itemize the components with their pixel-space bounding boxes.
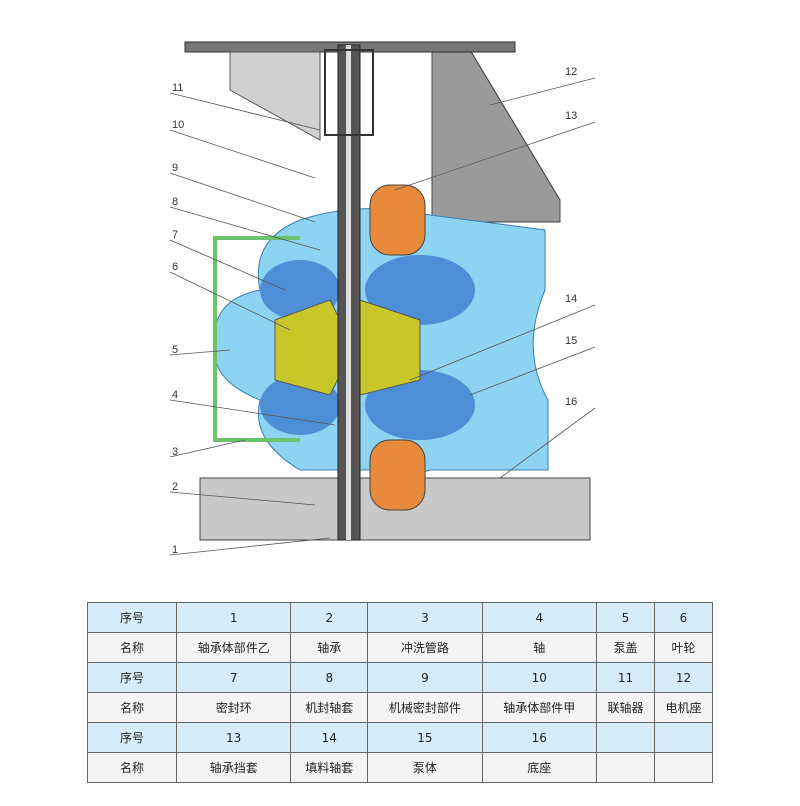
left-callouts: 11 10 9 8 7 6 5 4 3 2 1	[172, 82, 184, 556]
flush-pipe	[213, 236, 300, 442]
leader-lines	[169, 77, 596, 556]
part-name: 底座	[481, 752, 597, 783]
callout-1: 1	[172, 544, 178, 556]
volute-upper	[365, 255, 475, 325]
part-name: 轴承体部件甲	[481, 692, 597, 723]
callout-3: 3	[172, 446, 178, 458]
coupling	[324, 49, 374, 136]
bearing-housing-upper	[369, 184, 426, 256]
part-name: 电机座	[653, 692, 714, 723]
pump-cross-section: 11 10 9 8 7 6 5 4 3 2 1 12 13 14 15 16	[169, 41, 596, 556]
part-no: 2	[290, 602, 369, 633]
part-no: 4	[481, 602, 597, 633]
callout-5: 5	[172, 344, 178, 356]
no-header: 序号	[87, 602, 177, 633]
part-no: 3	[367, 602, 483, 633]
part-no: 8	[290, 662, 369, 693]
part-name: 填料轴套	[290, 752, 369, 783]
motor-stand-left	[229, 51, 321, 141]
no-header: 序号	[87, 722, 177, 753]
callout-16: 16	[565, 396, 577, 408]
callout-7: 7	[172, 229, 178, 241]
callout-9: 9	[172, 162, 178, 174]
part-name: 密封环	[175, 692, 292, 723]
part-no: 7	[175, 662, 292, 693]
part-no: 6	[653, 602, 714, 633]
shaft-highlight	[346, 45, 351, 540]
part-no: 13	[175, 722, 292, 753]
part-name: 联轴器	[595, 692, 655, 723]
table-row: 名称 轴承体部件乙 轴承 冲洗管路 轴 泵盖 叶轮	[87, 632, 714, 663]
callout-15: 15	[565, 335, 577, 347]
table-row: 序号 1 2 3 4 5 6	[87, 602, 714, 633]
callout-2: 2	[172, 481, 178, 493]
part-no: 12	[653, 662, 714, 693]
part-name: 机封轴套	[290, 692, 369, 723]
callout-10: 10	[172, 119, 184, 131]
part-no: 10	[481, 662, 597, 693]
name-header: 名称	[87, 632, 177, 663]
part-name: 轴承体部件乙	[175, 632, 292, 663]
part-name	[653, 752, 714, 783]
right-callouts: 12 13 14 15 16	[565, 66, 577, 408]
table-row: 名称 轴承挡套 填料轴套 泵体 底座	[87, 752, 714, 783]
part-name: 叶轮	[653, 632, 714, 663]
part-no: 5	[595, 602, 655, 633]
part-no	[595, 722, 655, 753]
volute-lower	[365, 370, 475, 440]
name-header: 名称	[87, 752, 177, 783]
table-row: 名称 密封环 机封轴套 机械密封部件 轴承体部件甲 联轴器 电机座	[87, 692, 714, 723]
callout-14: 14	[565, 293, 577, 305]
callout-11: 11	[172, 82, 183, 94]
part-no: 14	[290, 722, 369, 753]
part-no	[653, 722, 714, 753]
part-no: 15	[367, 722, 483, 753]
callout-8: 8	[172, 196, 178, 208]
name-header: 名称	[87, 692, 177, 723]
motor-stand-side	[431, 49, 561, 223]
part-no: 16	[481, 722, 597, 753]
table-row: 序号 7 8 9 10 11 12	[87, 662, 714, 693]
callout-6: 6	[172, 261, 178, 273]
part-name: 轴承	[290, 632, 369, 663]
callout-12: 12	[565, 66, 577, 78]
parts-table: 序号 1 2 3 4 5 6 名称 轴承体部件乙 轴承 冲洗管路 轴 泵盖 叶轮…	[87, 602, 714, 783]
callout-4: 4	[172, 389, 178, 401]
callout-13: 13	[565, 110, 577, 122]
part-name: 冲洗管路	[367, 632, 483, 663]
part-no: 1	[175, 602, 292, 633]
part-no: 9	[367, 662, 483, 693]
part-name: 轴承挡套	[175, 752, 292, 783]
no-header: 序号	[87, 662, 177, 693]
bearing-housing-lower	[369, 439, 426, 511]
part-name: 轴	[481, 632, 597, 663]
part-name: 机械密封部件	[367, 692, 483, 723]
table-row: 序号 13 14 15 16	[87, 722, 714, 753]
part-name	[595, 752, 655, 783]
part-name: 泵盖	[595, 632, 655, 663]
part-name: 泵体	[367, 752, 483, 783]
part-no: 11	[595, 662, 655, 693]
